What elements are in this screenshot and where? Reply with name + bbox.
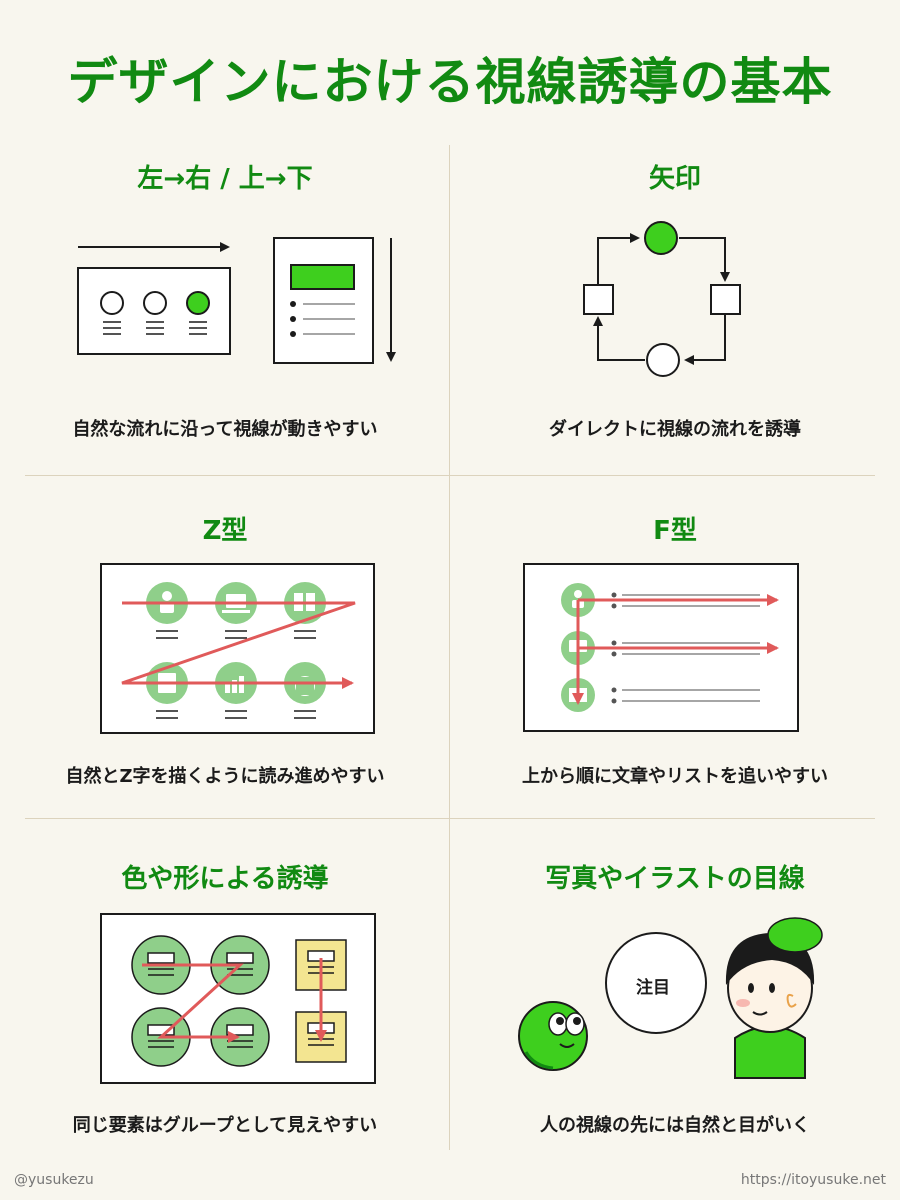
z-group-arrow <box>142 963 244 1043</box>
section-caption-left-right: 自然な流れに沿って視線が動きやすい <box>72 419 378 440</box>
circle-item <box>100 291 124 315</box>
attention-bubble <box>605 932 707 1034</box>
section-heading-z-pattern: Z型 <box>202 516 248 546</box>
row-divider-2 <box>25 818 875 819</box>
attention-bubble-label: 注目 <box>636 978 670 998</box>
z-pattern-illustration <box>100 563 375 734</box>
arrow-cycle-illustration <box>583 221 741 377</box>
person-body <box>734 1025 806 1079</box>
column-divider <box>449 145 450 1150</box>
document-page <box>273 237 374 364</box>
section-heading-arrow: 矢印 <box>648 164 701 194</box>
section-heading-gaze: 写真やイラストの目線 <box>545 864 805 894</box>
color-shape-grouping-illustration <box>100 913 376 1084</box>
green-beret <box>767 917 823 953</box>
page-title: デザインにおける視線誘導の基本 <box>67 53 833 111</box>
footer-website[interactable]: https://itoyusuke.net <box>740 1172 886 1188</box>
section-caption-color-shape: 同じ要素はグループとして見えやすい <box>72 1115 378 1136</box>
gaze-illustration <box>518 917 823 1079</box>
section-caption-arrow: ダイレクトに視線の流れを誘導 <box>549 419 801 440</box>
section-caption-f-pattern: 上から順に文章やリストを追いやすい <box>522 766 828 787</box>
circle-item-highlight <box>186 291 210 315</box>
footer-handle: @yusukezu <box>14 1172 94 1188</box>
section-heading-color-shape: 色や形による誘導 <box>121 864 329 894</box>
section-caption-gaze: 人の視線の先には自然と目がいく <box>540 1115 810 1136</box>
cycle-node-square <box>583 284 614 315</box>
left-right-top-bottom-illustration <box>77 237 396 364</box>
cycle-node-circle <box>646 343 680 377</box>
document-header-box <box>290 264 355 290</box>
circle-item <box>143 291 167 315</box>
z-path-arrow <box>121 601 356 689</box>
section-heading-left-right: 左→右 / 上→下 <box>137 164 313 194</box>
green-ball-character <box>518 1001 588 1071</box>
section-caption-z-pattern: 自然とZ字を描くように読み進めやすい <box>65 766 385 787</box>
section-heading-f-pattern: F型 <box>653 516 697 546</box>
cycle-node-square <box>710 284 741 315</box>
row-divider-1 <box>25 475 875 476</box>
f-pattern-illustration <box>523 563 799 732</box>
cycle-node-highlight <box>644 221 678 255</box>
